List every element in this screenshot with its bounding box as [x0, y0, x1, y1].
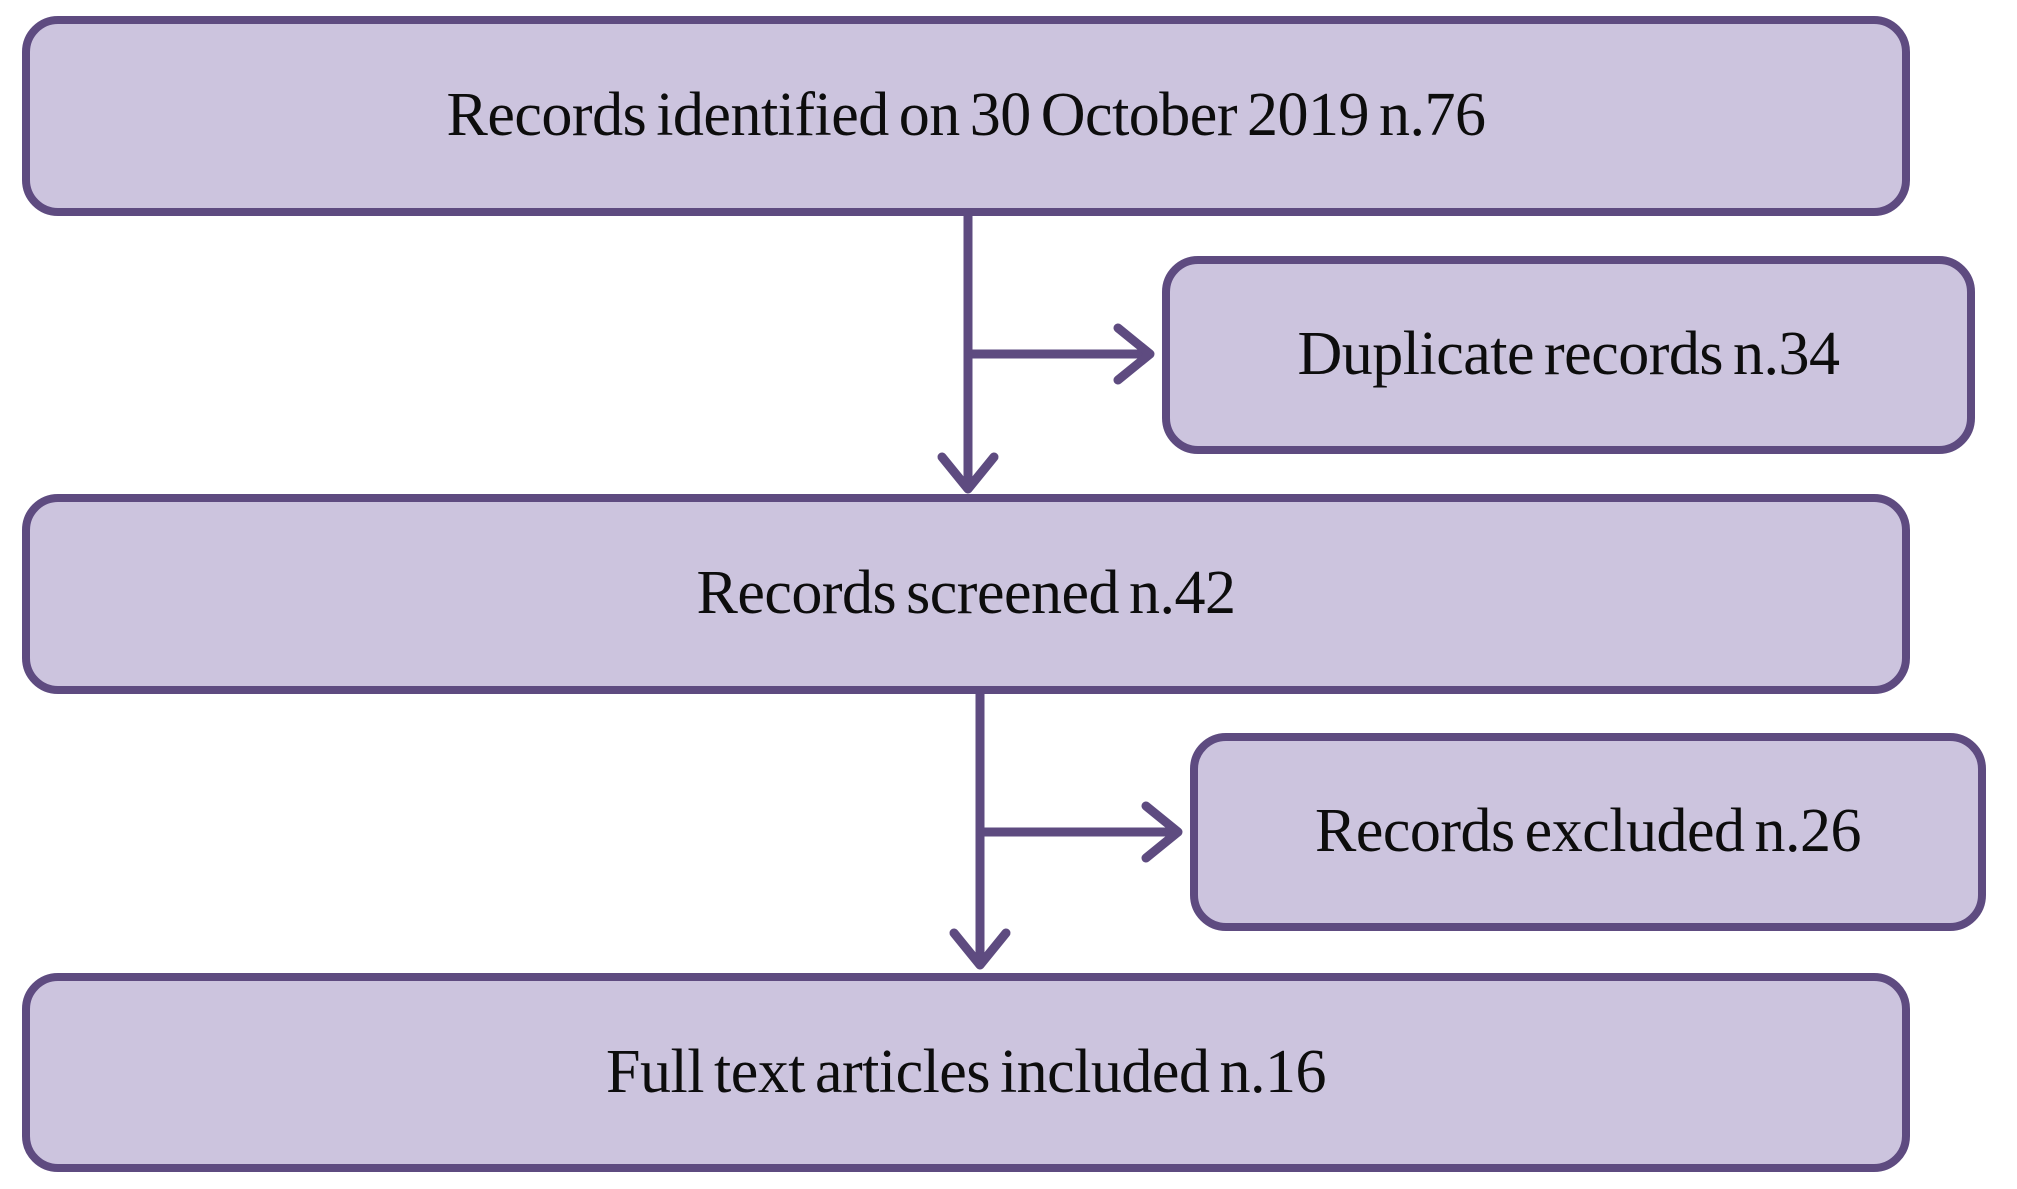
node-full-text-included-label: Full text articles included n.16 — [606, 1037, 1326, 1106]
node-records-excluded: Records excluded n.26 — [1190, 733, 1986, 931]
arrowhead-right-icon — [1113, 323, 1155, 385]
node-full-text-included: Full text articles included n.16 — [22, 973, 1910, 1172]
node-duplicate-records: Duplicate records n.34 — [1162, 256, 1975, 454]
node-records-screened: Records screened n.42 — [22, 494, 1910, 694]
node-records-identified-label: Records identified on 30 October 2019 n.… — [446, 81, 1486, 150]
node-records-identified: Records identified on 30 October 2019 n.… — [22, 16, 1910, 216]
arrowhead-right-icon — [1141, 801, 1183, 863]
node-records-excluded-label: Records excluded n.26 — [1315, 797, 1861, 866]
node-duplicate-records-label: Duplicate records n.34 — [1297, 320, 1840, 389]
arrowhead-down-icon — [949, 928, 1011, 970]
node-records-screened-label: Records screened n.42 — [696, 559, 1236, 628]
arrowhead-down-icon — [937, 452, 999, 494]
